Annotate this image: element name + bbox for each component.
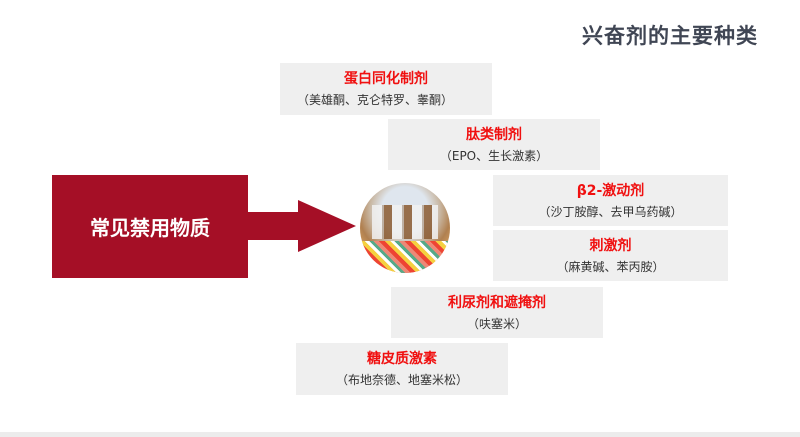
category-examples: （布地奈德、地塞米松） <box>335 373 468 387</box>
category-name: β2-激动剂 <box>576 183 645 199</box>
category-name: 糖皮质激素 <box>367 351 437 367</box>
category-examples: （麻黄碱、苯丙胺） <box>556 260 665 274</box>
category-box-diuretic: 利尿剂和遮掩剂 （呋塞米） <box>391 287 603 338</box>
main-label-box: 常见禁用物质 <box>52 175 248 278</box>
category-name: 肽类制剂 <box>466 127 522 143</box>
category-box-anabolic: 蛋白同化制剂 （美雄酮、克仑特罗、睾酮） <box>280 63 492 115</box>
category-box-glucocorticoid: 糖皮质激素 （布地奈德、地塞米松） <box>296 343 508 395</box>
arrow-right-icon <box>248 200 356 252</box>
category-box-peptide: 肽类制剂 （EPO、生长激素） <box>388 119 600 170</box>
slide-title: 兴奋剂的主要种类 <box>582 24 758 48</box>
category-examples: （沙丁胺醇、去甲乌药碱） <box>538 205 683 219</box>
category-examples: （美雄酮、克仑特罗、睾酮） <box>297 93 454 107</box>
category-name: 利尿剂和遮掩剂 <box>448 295 546 311</box>
footer-bar <box>0 432 800 437</box>
category-name: 蛋白同化制剂 <box>344 71 428 87</box>
category-box-stimulant: 刺激剂 （麻黄碱、苯丙胺） <box>493 230 728 281</box>
category-examples: （EPO、生长激素） <box>439 149 549 163</box>
category-name: 刺激剂 <box>589 238 632 254</box>
category-box-beta2: β2-激动剂 （沙丁胺醇、去甲乌药碱） <box>493 175 728 226</box>
medicine-image <box>360 183 450 273</box>
category-examples: （呋塞米） <box>466 317 527 331</box>
